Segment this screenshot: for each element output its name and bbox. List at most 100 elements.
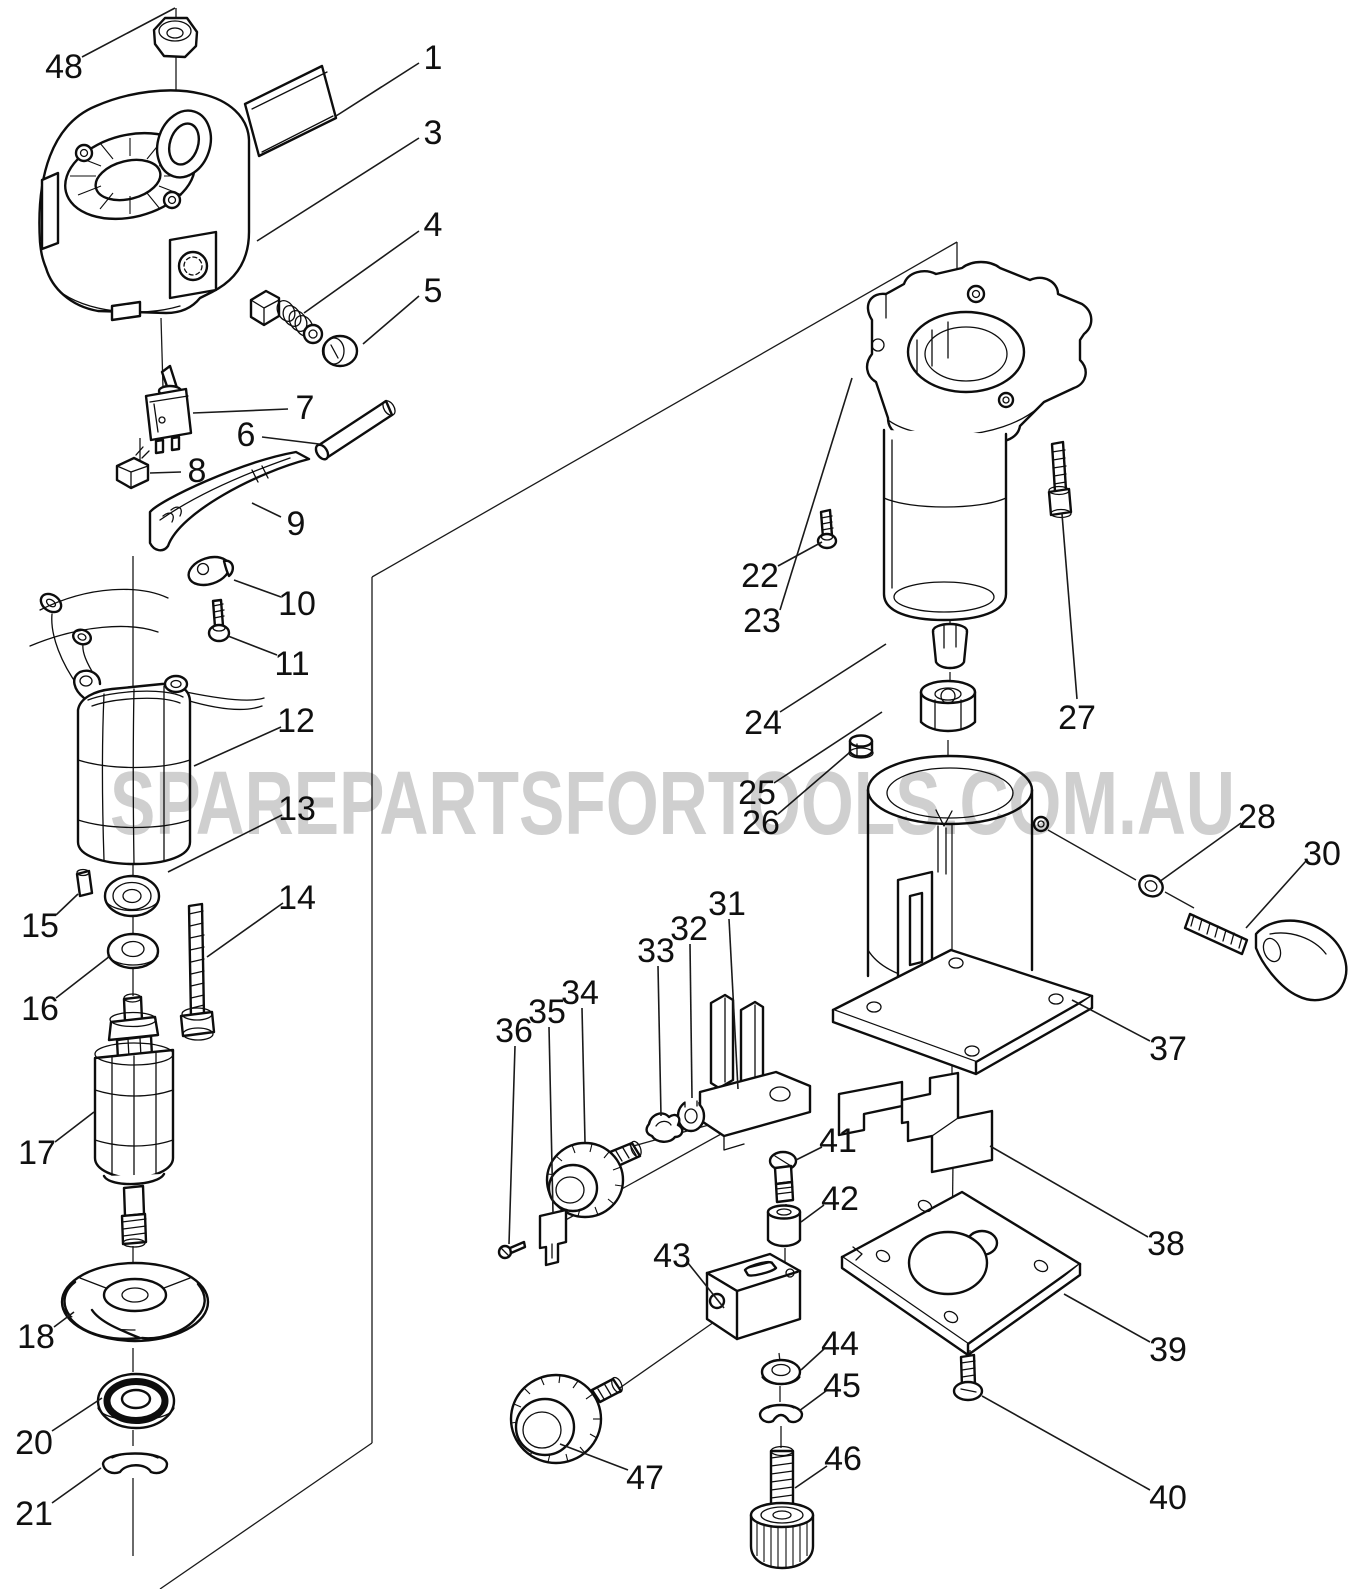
leader-line-47 <box>559 1443 629 1471</box>
part-label-46: 46 <box>824 1440 862 1478</box>
part-15-pin <box>75 868 94 898</box>
leader-line-42 <box>800 1204 825 1223</box>
part-6-tube <box>314 399 396 461</box>
part-label-44: 44 <box>821 1325 859 1363</box>
part-label-38: 38 <box>1147 1225 1185 1263</box>
part-label-39: 39 <box>1149 1331 1187 1369</box>
leader-line-14 <box>206 902 284 958</box>
leader-line-37 <box>1071 999 1151 1042</box>
part-label-16: 16 <box>21 990 59 1028</box>
leader-lines <box>51 7 1307 1504</box>
part-label-43: 43 <box>653 1237 691 1275</box>
part-label-7: 7 <box>296 389 315 427</box>
part-21-wave-washer <box>101 1452 169 1475</box>
part-48-hex-nut <box>152 16 199 59</box>
part-7-switch <box>144 364 193 455</box>
leader-line-30 <box>1245 860 1307 929</box>
part-label-5: 5 <box>424 272 443 310</box>
leader-line-20 <box>51 1397 103 1432</box>
part-24-collet-cone <box>931 622 969 670</box>
leader-line-3 <box>256 137 420 242</box>
leader-line-23 <box>779 377 853 611</box>
part-42-spacer <box>766 1204 802 1248</box>
leader-line-12 <box>193 726 282 767</box>
part-label-34: 34 <box>561 974 599 1012</box>
leader-line-40 <box>981 1395 1151 1491</box>
part-47-lock-knob <box>509 1373 623 1465</box>
part-17-armature <box>93 993 175 1248</box>
part-12-field-stator <box>29 588 265 866</box>
leader-line-45 <box>798 1390 827 1412</box>
part-label-31: 31 <box>708 885 746 923</box>
part-27-screw <box>1047 440 1073 519</box>
part-39-base-plate <box>840 1190 1082 1357</box>
part-23-motor-housing-clamp <box>865 260 1093 622</box>
part-38-guide-bracket <box>837 1071 994 1174</box>
part-label-21: 21 <box>15 1495 53 1533</box>
leader-line-26 <box>777 752 850 815</box>
part-label-24: 24 <box>744 704 782 742</box>
part-37-base-housing <box>831 754 1094 1076</box>
part-label-4: 4 <box>424 206 443 244</box>
leader-line-41 <box>795 1146 823 1161</box>
part-label-9: 9 <box>287 505 306 543</box>
part-31-straight-guide-holder <box>698 993 812 1151</box>
leader-line-33 <box>657 965 662 1117</box>
part-label-10: 10 <box>278 585 316 623</box>
part-45-wave-washer <box>758 1403 804 1424</box>
part-label-28: 28 <box>1238 798 1276 836</box>
part-26-flanged-nut <box>848 734 874 759</box>
leader-line-7 <box>192 408 289 414</box>
leader-line-43 <box>687 1262 725 1309</box>
part-5-brush-holder-cap <box>321 334 359 368</box>
part-16-insulation-washer <box>106 932 160 970</box>
part-28-wave-washer <box>1138 874 1164 898</box>
leader-line-48 <box>81 7 176 58</box>
leader-line-1 <box>335 62 420 117</box>
part-label-6: 6 <box>237 416 256 454</box>
leader-line-22 <box>777 541 823 567</box>
part-number-labels: 1345678910111213141516171820212223242526… <box>15 39 1341 1533</box>
part-label-25: 25 <box>738 774 776 812</box>
leader-line-8 <box>149 471 182 474</box>
part-20-ball-bearing <box>96 1372 176 1430</box>
part-label-42: 42 <box>821 1180 859 1218</box>
leader-line-46 <box>794 1465 828 1489</box>
part-label-40: 40 <box>1149 1479 1187 1517</box>
part-label-15: 15 <box>21 907 59 945</box>
part-3-motor-housing <box>38 89 251 322</box>
part-label-8: 8 <box>188 452 207 490</box>
construction-line <box>159 1442 373 1589</box>
part-label-41: 41 <box>819 1122 857 1160</box>
part-46-thumb-screw <box>749 1445 815 1570</box>
watermark: SPAREPARTSFORTOOLS.COM.AU <box>110 754 1235 854</box>
leader-line-35 <box>548 1026 554 1214</box>
construction-line <box>1047 829 1137 881</box>
part-label-1: 1 <box>424 39 443 77</box>
leader-line-44 <box>800 1348 825 1371</box>
leader-line-24 <box>779 643 887 713</box>
part-label-14: 14 <box>278 879 316 917</box>
part-label-11: 11 <box>274 645 309 683</box>
part-label-48: 48 <box>45 48 83 86</box>
part-41-screw <box>768 1150 798 1204</box>
leader-line-21 <box>51 1467 102 1504</box>
construction-line <box>371 241 958 578</box>
leader-line-10 <box>233 579 282 598</box>
part-9-cord-guard <box>148 450 311 552</box>
part-label-18: 18 <box>17 1318 55 1356</box>
part-label-47: 47 <box>626 1459 664 1497</box>
leader-line-6 <box>261 436 320 445</box>
part-40-screw <box>952 1353 984 1402</box>
part-label-13: 13 <box>278 790 316 828</box>
part-label-32: 32 <box>670 910 708 948</box>
part-label-20: 20 <box>15 1424 53 1462</box>
leader-line-31 <box>728 918 739 1090</box>
leader-line-38 <box>989 1145 1149 1238</box>
part-label-3: 3 <box>424 114 443 152</box>
part-1-nameplate <box>243 64 338 158</box>
leader-line-34 <box>581 1007 586 1143</box>
part-label-30: 30 <box>1303 835 1341 873</box>
